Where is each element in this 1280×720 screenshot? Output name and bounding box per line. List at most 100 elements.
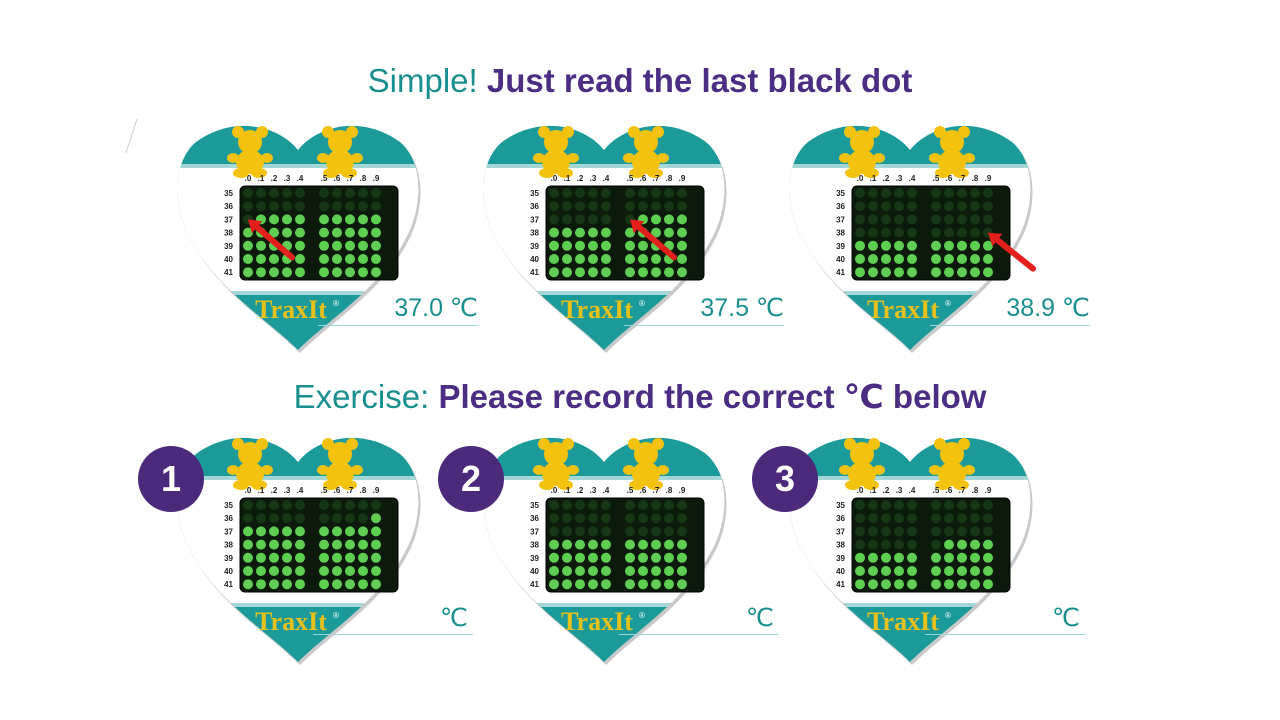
indicator-dot [625,254,635,264]
row-label: 36 [224,202,233,211]
indicator-dot [664,500,674,510]
indicator-dot [944,254,954,264]
row-label: 35 [224,189,233,198]
indicator-dot [677,227,687,238]
indicator-dot [562,500,572,510]
indicator-dot [345,552,355,563]
indicator-dot [855,526,865,537]
column-label: .2 [271,174,278,183]
indicator-dot [625,566,635,576]
column-label: .5 [627,486,634,495]
column-label: .4 [297,174,304,183]
column-label: .5 [933,486,940,495]
indicator-dot [625,227,635,238]
indicator-dot [957,227,967,238]
indicator-dot [894,500,904,510]
registered-mark: ® [945,611,951,620]
indicator-dot [881,566,891,576]
indicator-dot [345,513,355,524]
indicator-dot [970,566,980,576]
row-label: 37 [530,215,539,224]
indicator-dot [625,267,635,278]
indicator-dot [944,526,954,537]
indicator-dot [295,214,305,225]
answer-underline [925,634,1085,635]
dot-grid-panel [851,497,1011,593]
indicator-dot [295,566,305,576]
indicator-dot [931,214,941,225]
indicator-dot [970,214,980,225]
indicator-dot [332,566,342,576]
indicator-dot [358,267,368,278]
indicator-dot [931,227,941,238]
teddy-bear-icon [533,126,579,178]
row-label: 35 [530,501,539,510]
temperature-answer-blank[interactable]: ℃ [439,604,468,632]
indicator-dot [931,539,941,550]
indicator-dot [931,526,941,537]
exercise-heading: Exercise: Please record the correct ℃ be… [0,377,1280,416]
column-label: .9 [985,174,992,183]
indicator-dot [575,267,585,278]
indicator-dot [881,214,891,225]
indicator-dot [881,188,891,198]
temperature-answer-blank[interactable]: ℃ [1051,604,1080,632]
indicator-dot [651,188,661,198]
indicator-dot [562,214,572,225]
indicator-dot [944,579,954,590]
indicator-dot [894,552,904,563]
indicator-dot [664,188,674,198]
column-label: .2 [271,486,278,495]
row-label: 40 [224,567,233,576]
teddy-bear-icon [227,438,273,490]
indicator-dot [256,201,266,212]
row-label: 38 [530,229,539,238]
indicator-dot [588,552,598,563]
indicator-dot [358,539,368,550]
teddy-bear-icon [227,126,273,178]
row-label: 37 [836,215,845,224]
row-label: 41 [530,580,539,589]
answer-underline [930,325,1090,326]
column-label: .6 [640,174,647,183]
column-label: .3 [896,486,903,495]
indicator-dot [638,254,648,264]
column-label: .0 [551,174,558,183]
indicator-dot [677,513,687,524]
temperature-answer-blank[interactable]: ℃ [745,604,774,632]
indicator-dot [601,552,611,563]
indicator-dot [243,267,253,278]
indicator-dot [371,227,381,238]
indicator-dot [562,201,572,212]
indicator-dot [588,579,598,590]
indicator-dot [549,267,559,278]
answer-underline [619,634,779,635]
row-label: 38 [836,229,845,238]
indicator-dot [345,227,355,238]
indicator-dot [256,566,266,576]
indicator-dot [983,539,993,550]
column-label: .1 [564,486,571,495]
row-label: 40 [836,255,845,264]
indicator-dot [881,500,891,510]
heart-thermometer: .0.1.2.3.4.5.6.7.8.935363738394041TraxIt… [483,125,727,353]
indicator-dot [907,240,917,251]
indicator-dot [664,227,674,238]
indicator-dot [575,240,585,251]
indicator-dot [575,513,585,524]
column-label: .3 [284,486,291,495]
registered-mark: ® [639,299,645,308]
indicator-dot [332,267,342,278]
indicator-dot [970,201,980,212]
row-label: 40 [836,567,845,576]
indicator-dot [664,579,674,590]
indicator-dot [256,513,266,524]
indicator-dot [601,579,611,590]
indicator-dot [269,552,279,563]
column-label: .7 [959,486,966,495]
indicator-dot [332,526,342,537]
heart-thermometer: .0.1.2.3.4.5.6.7.8.935363738394041TraxIt… [789,437,1033,665]
indicator-dot [269,513,279,524]
